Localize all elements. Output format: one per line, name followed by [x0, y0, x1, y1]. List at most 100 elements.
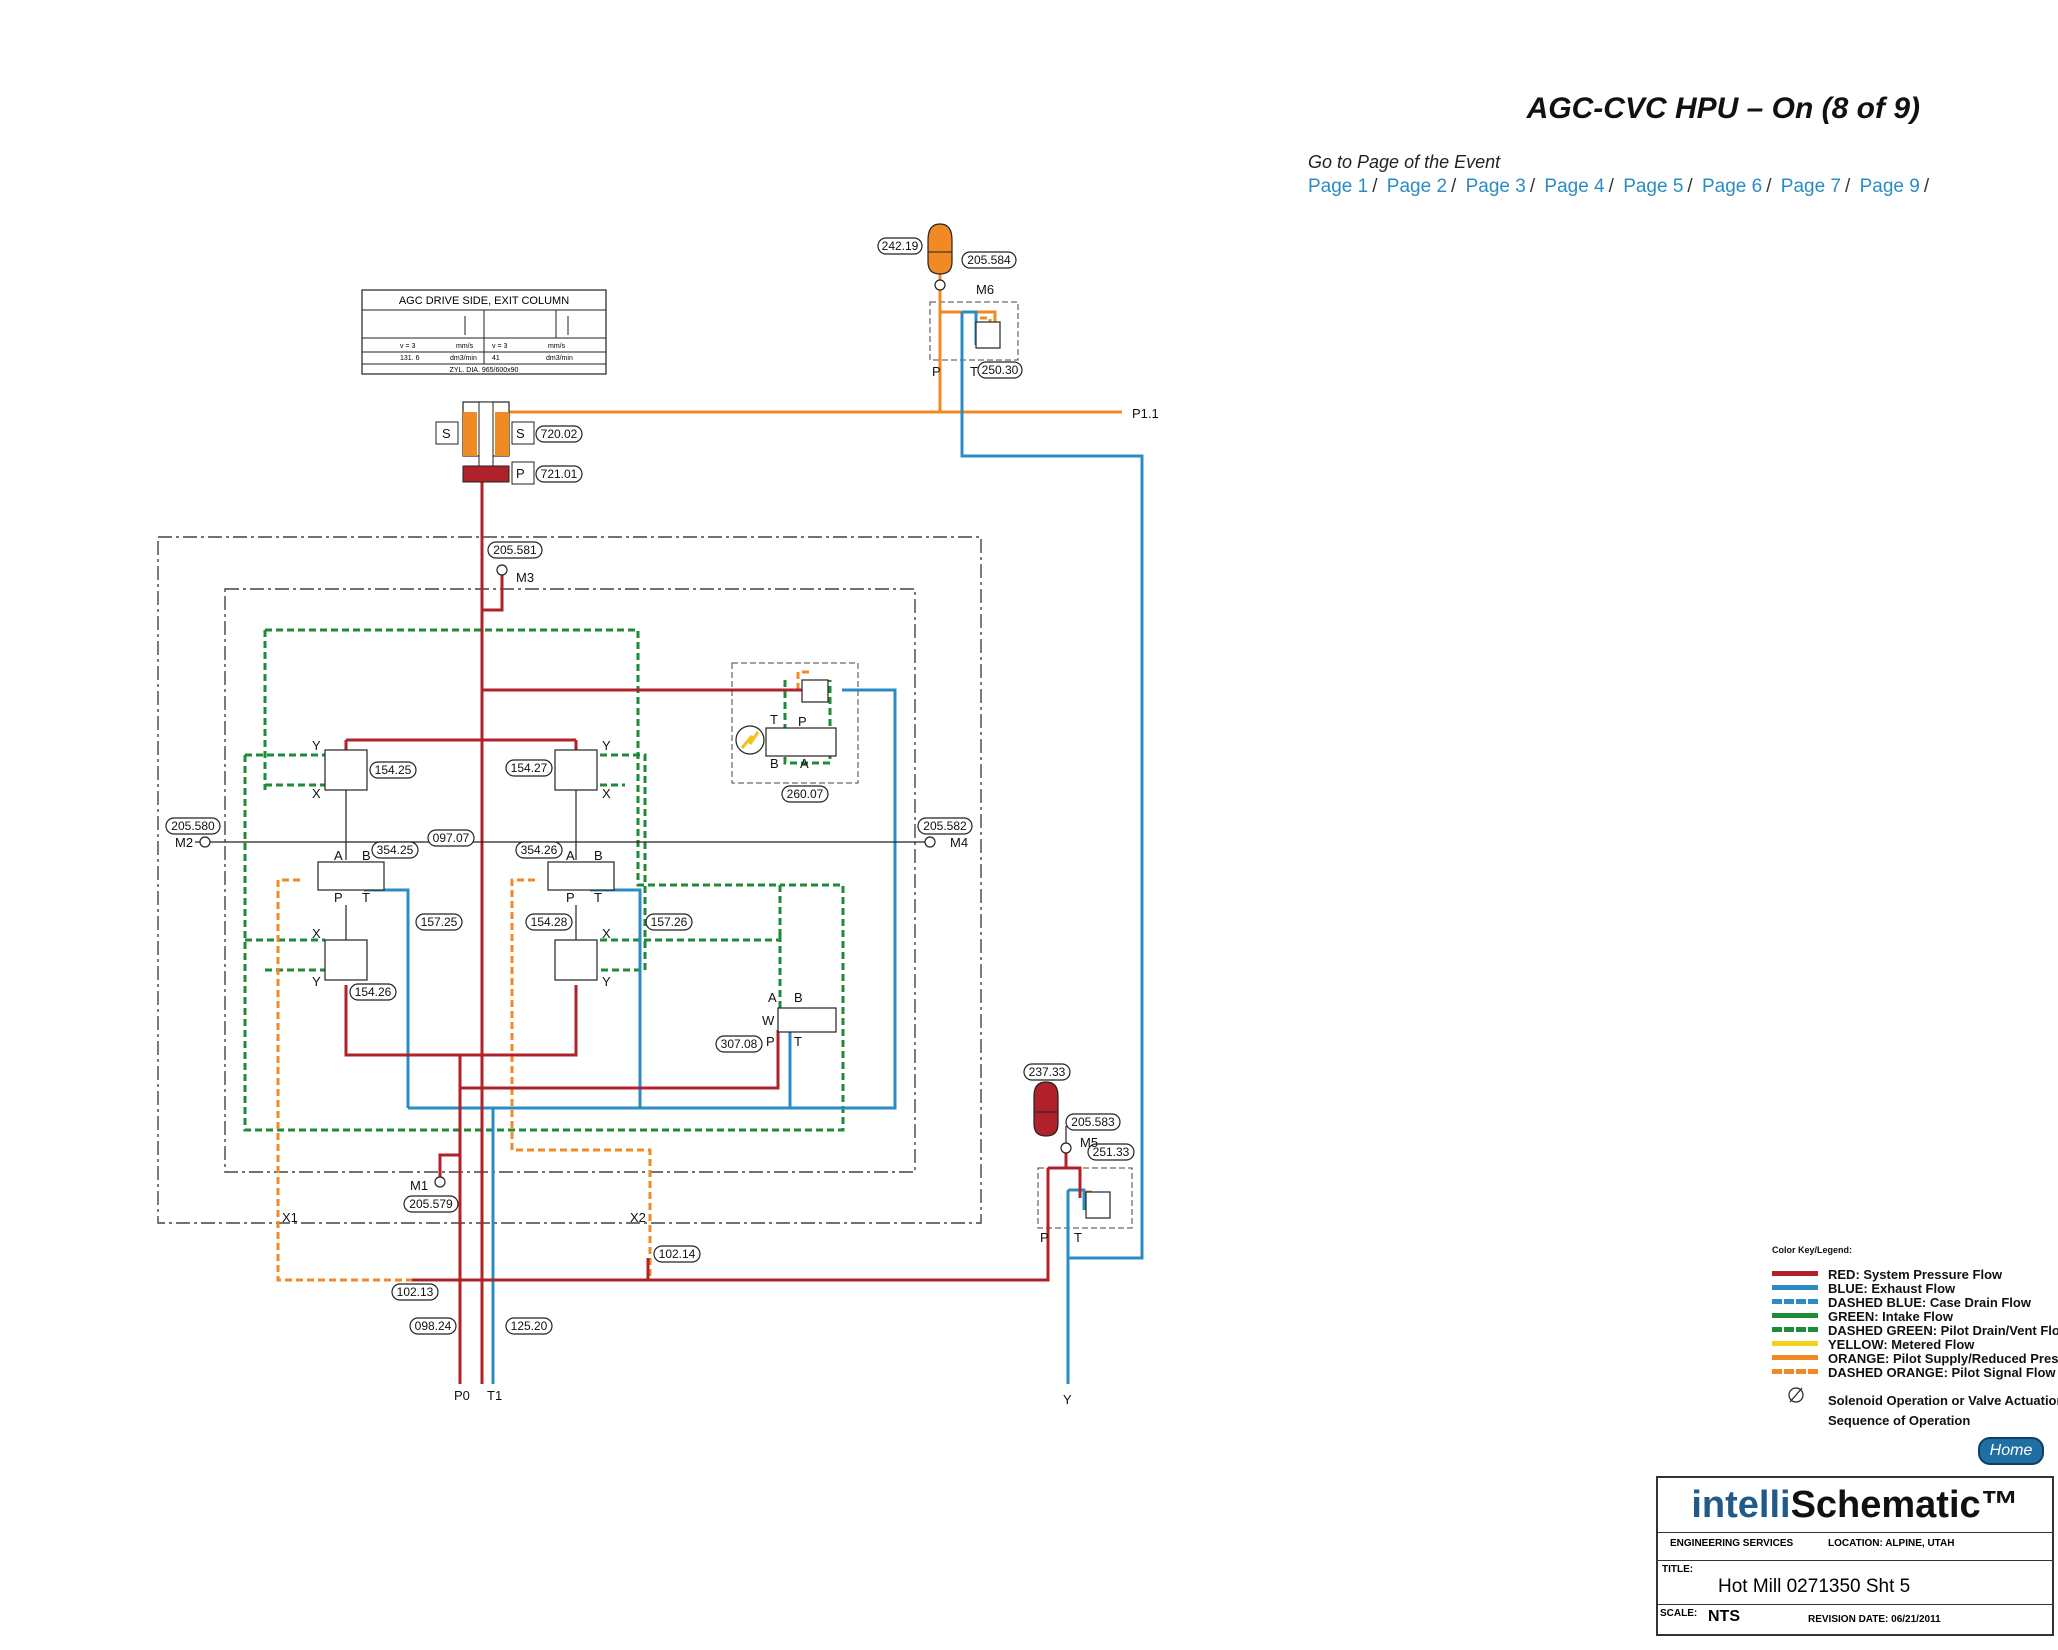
- gauges: [199, 279, 1072, 1188]
- svg-text:mm/s: mm/s: [548, 343, 566, 350]
- svg-text:T: T: [770, 712, 778, 727]
- tag-accumulator-bottom: 237.33: [1023, 1063, 1071, 1081]
- page-title: AGC-CVC HPU – On (8 of 9): [1526, 92, 1920, 125]
- cylinder-table: AGC DRIVE SIDE, EXIT COLUMN v = 3 mm/s v…: [361, 289, 607, 375]
- svg-text:M4: M4: [950, 835, 968, 850]
- svg-text:P: P: [798, 714, 807, 729]
- svg-text:B: B: [362, 848, 371, 863]
- svg-text:P: P: [766, 1034, 775, 1049]
- svg-text:Y: Y: [602, 738, 611, 753]
- tag-valve-3: 307.08: [715, 1035, 763, 1053]
- svg-text:T: T: [1074, 1230, 1082, 1245]
- inner-boundary: [224, 588, 916, 1173]
- title-label: TITLE:: [1662, 1564, 1694, 1575]
- accumulator-bottom: [1033, 1081, 1059, 1137]
- svg-text:237.33: 237.33: [1029, 1065, 1066, 1079]
- svg-text:260.07: 260.07: [787, 787, 824, 801]
- tag-valve-x2: 102.14: [653, 1245, 701, 1263]
- svg-text:Y: Y: [602, 974, 611, 989]
- page-link-9[interactable]: Page 9: [1859, 176, 1920, 197]
- tag-filter-t1: 125.20: [505, 1317, 553, 1335]
- page-link-1[interactable]: Page 1: [1308, 176, 1369, 197]
- port-p11: P1.1: [1132, 406, 1159, 421]
- svg-text:154.28: 154.28: [531, 915, 568, 929]
- tag-relief-bottom: 251.33: [1087, 1143, 1135, 1161]
- tag-valve-1: 354.25: [371, 841, 419, 859]
- legend-header: Color Key/Legend:: [1772, 1245, 1853, 1255]
- svg-text:41: 41: [492, 355, 500, 362]
- svg-text:205.580: 205.580: [171, 819, 215, 833]
- svg-text:131. 6: 131. 6: [400, 355, 420, 362]
- svg-text:W: W: [762, 1013, 775, 1028]
- legend-sequence: Sequence of Operation: [1828, 1413, 1971, 1428]
- pressure-switch: [735, 725, 765, 755]
- tag-gauge-m4: 205.582: [917, 817, 973, 835]
- svg-text:v = 3: v = 3: [492, 343, 507, 350]
- legend-solenoid: Solenoid Operation or Valve Actuation: [1828, 1393, 2058, 1408]
- tag-check-2: 154.27: [505, 759, 553, 777]
- scale-label: SCALE:: [1660, 1608, 1698, 1619]
- pressure-lines: [344, 482, 1082, 1384]
- svg-text:102.14: 102.14: [659, 1247, 696, 1261]
- svg-text:157.26: 157.26: [651, 915, 688, 929]
- legend-item: YELLOW: Metered Flow: [1772, 1337, 1974, 1352]
- page-link-7[interactable]: Page 7: [1780, 176, 1842, 197]
- svg-text:354.26: 354.26: [521, 843, 558, 857]
- legend-item: GREEN: Intake Flow: [1772, 1309, 1953, 1324]
- svg-text:A: A: [768, 990, 777, 1005]
- instrument-lines: [195, 246, 1067, 1150]
- svg-text:P: P: [334, 890, 343, 905]
- tag-check-6: 154.28: [525, 913, 573, 931]
- tag-gauge-m6: 205.584: [961, 251, 1017, 269]
- svg-text:X: X: [602, 926, 611, 941]
- svg-text:M3: M3: [516, 570, 534, 585]
- tag-solenoid-valve: 260.07: [781, 785, 829, 803]
- page-link-4[interactable]: Page 4: [1544, 176, 1605, 197]
- tag-relief-top: 250.30: [977, 361, 1023, 379]
- svg-text:M5: M5: [1080, 1135, 1098, 1150]
- svg-text:X2: X2: [630, 1210, 646, 1225]
- solenoid-legend-icon: [1788, 1387, 1804, 1403]
- page-link-2[interactable]: Page 2: [1386, 176, 1448, 197]
- legend-item: RED: System Pressure Flow: [1772, 1267, 2002, 1282]
- svg-text:125.20: 125.20: [511, 1319, 548, 1333]
- svg-text:A: A: [566, 848, 575, 863]
- page-links: Page 1/ Page 2/ Page 3/ Page 4/ Page 5/ …: [1308, 176, 1930, 197]
- svg-text:T: T: [594, 890, 602, 905]
- svg-text:A: A: [334, 848, 343, 863]
- cylinder-table-header: AGC DRIVE SIDE, EXIT COLUMN: [399, 295, 569, 307]
- valve-bodies: [317, 321, 1111, 1219]
- title-value: Hot Mill 0271350 Sht 5: [1718, 1576, 1911, 1597]
- page-link-5[interactable]: Page 5: [1623, 176, 1684, 197]
- tag-valve-x1: 102.13: [391, 1283, 439, 1301]
- color-legend: Color Key/Legend: RED: System Pressure F…: [1772, 1245, 2058, 1428]
- svg-text:v = 3: v = 3: [400, 343, 415, 350]
- svg-text:205.582: 205.582: [923, 819, 967, 833]
- tag-valve-p0: 098.24: [409, 1317, 457, 1335]
- location: LOCATION: ALPINE, UTAH: [1828, 1538, 1955, 1549]
- agc-cylinder: [435, 401, 535, 485]
- tag-gauge-m2: 205.580: [165, 817, 221, 835]
- page-link-3[interactable]: Page 3: [1465, 176, 1526, 197]
- svg-text:ZYL. DIA. 965/600x90: ZYL. DIA. 965/600x90: [450, 367, 519, 374]
- tag-gauge-m3: 205.581: [487, 541, 543, 559]
- title-block: intelliSchematic™ ENGINEERING SERVICES L…: [1656, 1476, 2054, 1636]
- svg-text:S: S: [442, 426, 451, 441]
- svg-text:A: A: [800, 756, 809, 771]
- svg-text:205.579: 205.579: [409, 1197, 453, 1211]
- svg-text:097.07: 097.07: [433, 831, 470, 845]
- svg-text:M1: M1: [410, 1178, 428, 1193]
- page-link-6[interactable]: Page 6: [1701, 176, 1763, 197]
- svg-text:B: B: [794, 990, 803, 1005]
- tag-check-3: 157.25: [415, 913, 463, 931]
- svg-text:250.30: 250.30: [982, 363, 1019, 377]
- engineering-services: ENGINEERING SERVICES: [1670, 1538, 1794, 1549]
- accumulator-top: [927, 223, 953, 275]
- home-button[interactable]: Home: [1978, 1437, 2044, 1465]
- svg-text:T: T: [970, 364, 978, 379]
- legend-item: DASHED GREEN: Pilot Drain/Vent Flow: [1772, 1323, 2058, 1338]
- svg-text:X: X: [602, 786, 611, 801]
- svg-text:Y: Y: [312, 738, 321, 753]
- svg-text:P: P: [566, 890, 575, 905]
